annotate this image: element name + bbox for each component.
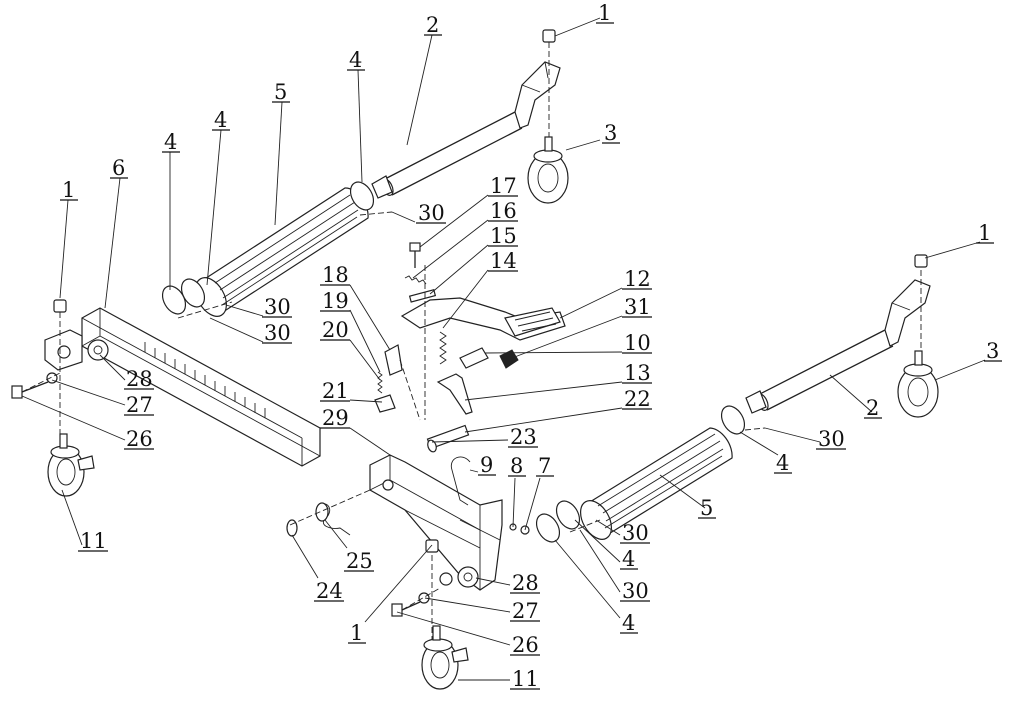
callout-10: 10 xyxy=(624,331,651,355)
upper-roller xyxy=(161,181,393,319)
callout-leaders xyxy=(21,17,986,681)
callout-2-top: 2 xyxy=(426,13,439,37)
callout-26-bottom: 26 xyxy=(512,633,539,657)
right-axle-assembly xyxy=(745,254,939,418)
callout-16: 16 xyxy=(490,199,517,223)
callout-22: 22 xyxy=(624,387,651,411)
callout-8: 8 xyxy=(510,454,523,478)
left-caster-assembly xyxy=(11,299,95,497)
callout-30-right-b: 30 xyxy=(622,579,649,603)
callout-31: 31 xyxy=(624,295,651,319)
callout-11-left: 11 xyxy=(80,529,107,553)
callout-1-top: 1 xyxy=(598,1,611,25)
upper-axle-assembly xyxy=(371,29,569,204)
callout-20: 20 xyxy=(322,318,349,342)
callout-4-top: 4 xyxy=(349,48,362,72)
pedal-mechanism xyxy=(374,242,566,453)
callout-23: 23 xyxy=(510,425,537,449)
callout-18: 18 xyxy=(322,263,349,287)
callout-27-left: 27 xyxy=(126,393,153,417)
callout-4-left-a: 4 xyxy=(214,108,227,132)
callout-30-right: 30 xyxy=(818,427,845,451)
callout-29: 29 xyxy=(322,406,349,430)
callout-5-top: 5 xyxy=(274,80,287,104)
callout-6: 6 xyxy=(112,156,125,180)
callout-17: 17 xyxy=(490,174,517,198)
callout-3-top: 3 xyxy=(604,121,617,145)
callout-4-right-a: 4 xyxy=(622,547,635,571)
callout-27-bottom: 27 xyxy=(512,599,539,623)
callout-28-left: 28 xyxy=(126,367,153,391)
callout-28-bottom: 28 xyxy=(512,571,539,595)
callout-30-right-a: 30 xyxy=(622,521,649,545)
callout-1-bottom: 1 xyxy=(350,621,363,645)
callout-19: 19 xyxy=(322,289,349,313)
callout-9: 9 xyxy=(480,453,493,477)
center-bracket xyxy=(286,454,530,591)
callout-25: 25 xyxy=(346,549,373,573)
callout-1-right: 1 xyxy=(978,221,991,245)
callout-21: 21 xyxy=(322,379,349,403)
callout-1-left: 1 xyxy=(62,178,75,202)
callout-30-left-a: 30 xyxy=(264,295,291,319)
callout-7: 7 xyxy=(538,454,551,478)
callout-2-right: 2 xyxy=(866,396,879,420)
callout-14: 14 xyxy=(490,249,517,273)
callout-5-right: 5 xyxy=(700,496,713,520)
callout-labels: 1 2 3 4 5 4 4 6 1 30 30 30 17 16 15 14 1… xyxy=(60,1,1002,691)
callout-3-right: 3 xyxy=(986,339,999,363)
callout-26-left: 26 xyxy=(126,427,153,451)
callout-11-bottom: 11 xyxy=(512,667,539,691)
callout-13: 13 xyxy=(624,361,651,385)
callout-4-left-b: 4 xyxy=(164,130,177,154)
callout-4-right-top: 4 xyxy=(776,451,789,475)
callout-15: 15 xyxy=(490,224,517,248)
center-caster-assembly xyxy=(391,539,469,690)
callout-12: 12 xyxy=(624,267,651,291)
callout-30-top: 30 xyxy=(418,201,445,225)
callout-30-left-b: 30 xyxy=(264,321,291,345)
callout-4-right-b: 4 xyxy=(622,611,635,635)
frame-bar xyxy=(44,307,321,467)
callout-24: 24 xyxy=(316,579,343,603)
